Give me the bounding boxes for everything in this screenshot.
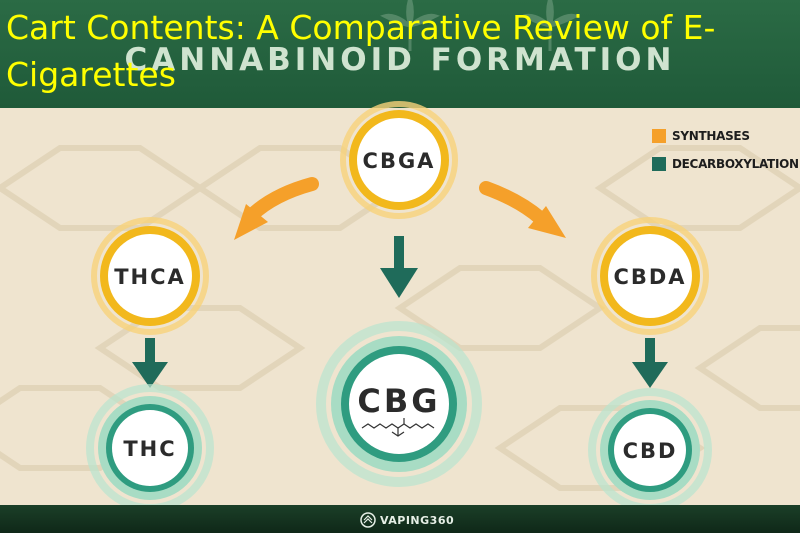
banner-title: CANNABINOID FORMATION: [124, 42, 676, 78]
arrow-cbda-to-cbd: [632, 338, 668, 388]
node-label-thca: THCA: [114, 265, 186, 289]
legend-item-decarboxylation: DECARBOXYLATION: [652, 150, 799, 178]
brand-name: VAPING360: [380, 513, 455, 527]
footer-bar: [0, 505, 800, 533]
arrow-thca-to-thc: [132, 338, 168, 388]
legend-item-synthases: SYNTHASES: [652, 122, 799, 150]
header-banner: CANNABINOID FORMATION: [0, 0, 800, 108]
legend-swatch-orange: [652, 129, 666, 143]
node-cbda: CBDA: [591, 217, 709, 335]
node-label-thc: THC: [123, 437, 176, 461]
molecule-structure-icon: [361, 418, 435, 437]
node-cbga: CBGA: [340, 101, 458, 219]
node-thca: THCA: [91, 217, 209, 335]
brand-logo: VAPING360: [360, 511, 454, 529]
node-label-cbd: CBD: [623, 439, 678, 463]
node-label-cbga: CBGA: [363, 149, 436, 173]
arrow-cbga-to-cbg: [380, 236, 418, 298]
node-cbg: CBG: [316, 321, 482, 487]
legend-label: DECARBOXYLATION: [672, 157, 799, 171]
arrow-cbga-to-cbda: [479, 181, 566, 238]
node-cbd: CBD: [588, 388, 712, 512]
arrow-cbga-to-thca: [234, 177, 319, 240]
node-label-cbg: CBG: [357, 382, 440, 420]
overlay-title: Cart Contents: A Comparative Review of E…: [6, 8, 716, 94]
leaf-icon: [520, 0, 580, 51]
leaf-icon: [380, 0, 440, 51]
legend-swatch-teal: [652, 157, 666, 171]
vaping360-logo-icon: [360, 512, 376, 528]
node-label-cbda: CBDA: [613, 265, 686, 289]
legend-label: SYNTHASES: [672, 129, 750, 143]
node-thc: THC: [86, 384, 214, 512]
legend: SYNTHASES DECARBOXYLATION: [652, 122, 799, 178]
